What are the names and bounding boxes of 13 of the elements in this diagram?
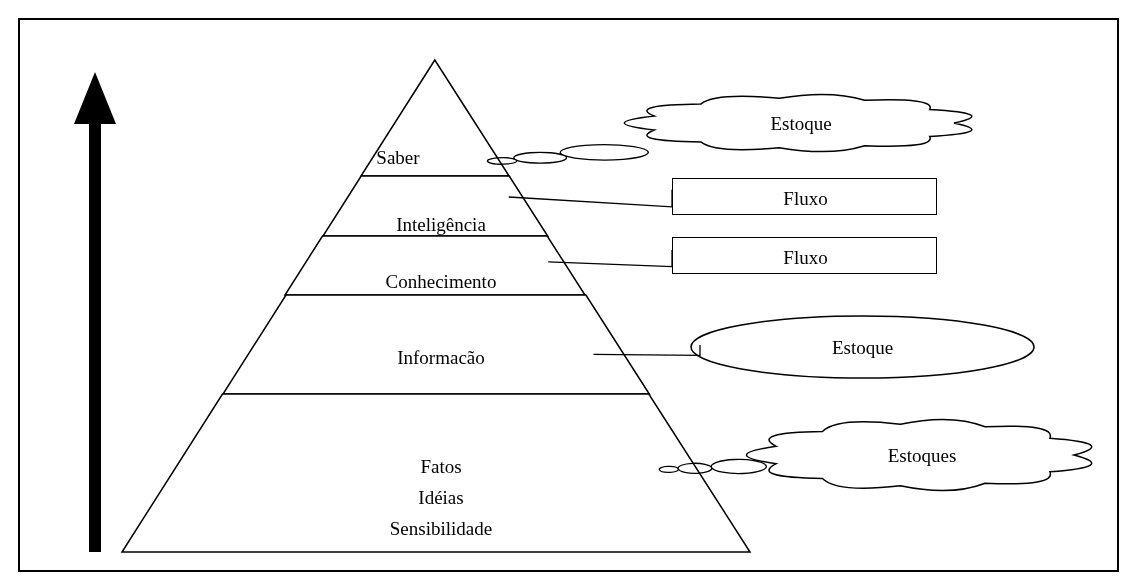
callout-box: Fluxo [672, 237, 937, 274]
callout-text: Estoque [831, 337, 894, 357]
layer-label: Fatos [420, 456, 462, 476]
callout-box: Fluxo [672, 178, 937, 215]
callout-text: Estoque [770, 113, 832, 133]
callout-text: Estoques [887, 445, 957, 465]
layer-label: Saber [376, 147, 420, 167]
layer-label: Informacão [397, 347, 485, 367]
layer-label: Sensibilidade [389, 518, 493, 538]
layer-label: Conhecimento [385, 271, 497, 291]
layer-label: Idéias [418, 487, 464, 507]
thought-bubbles [658, 458, 767, 475]
layer-label: Inteligência [396, 214, 486, 234]
